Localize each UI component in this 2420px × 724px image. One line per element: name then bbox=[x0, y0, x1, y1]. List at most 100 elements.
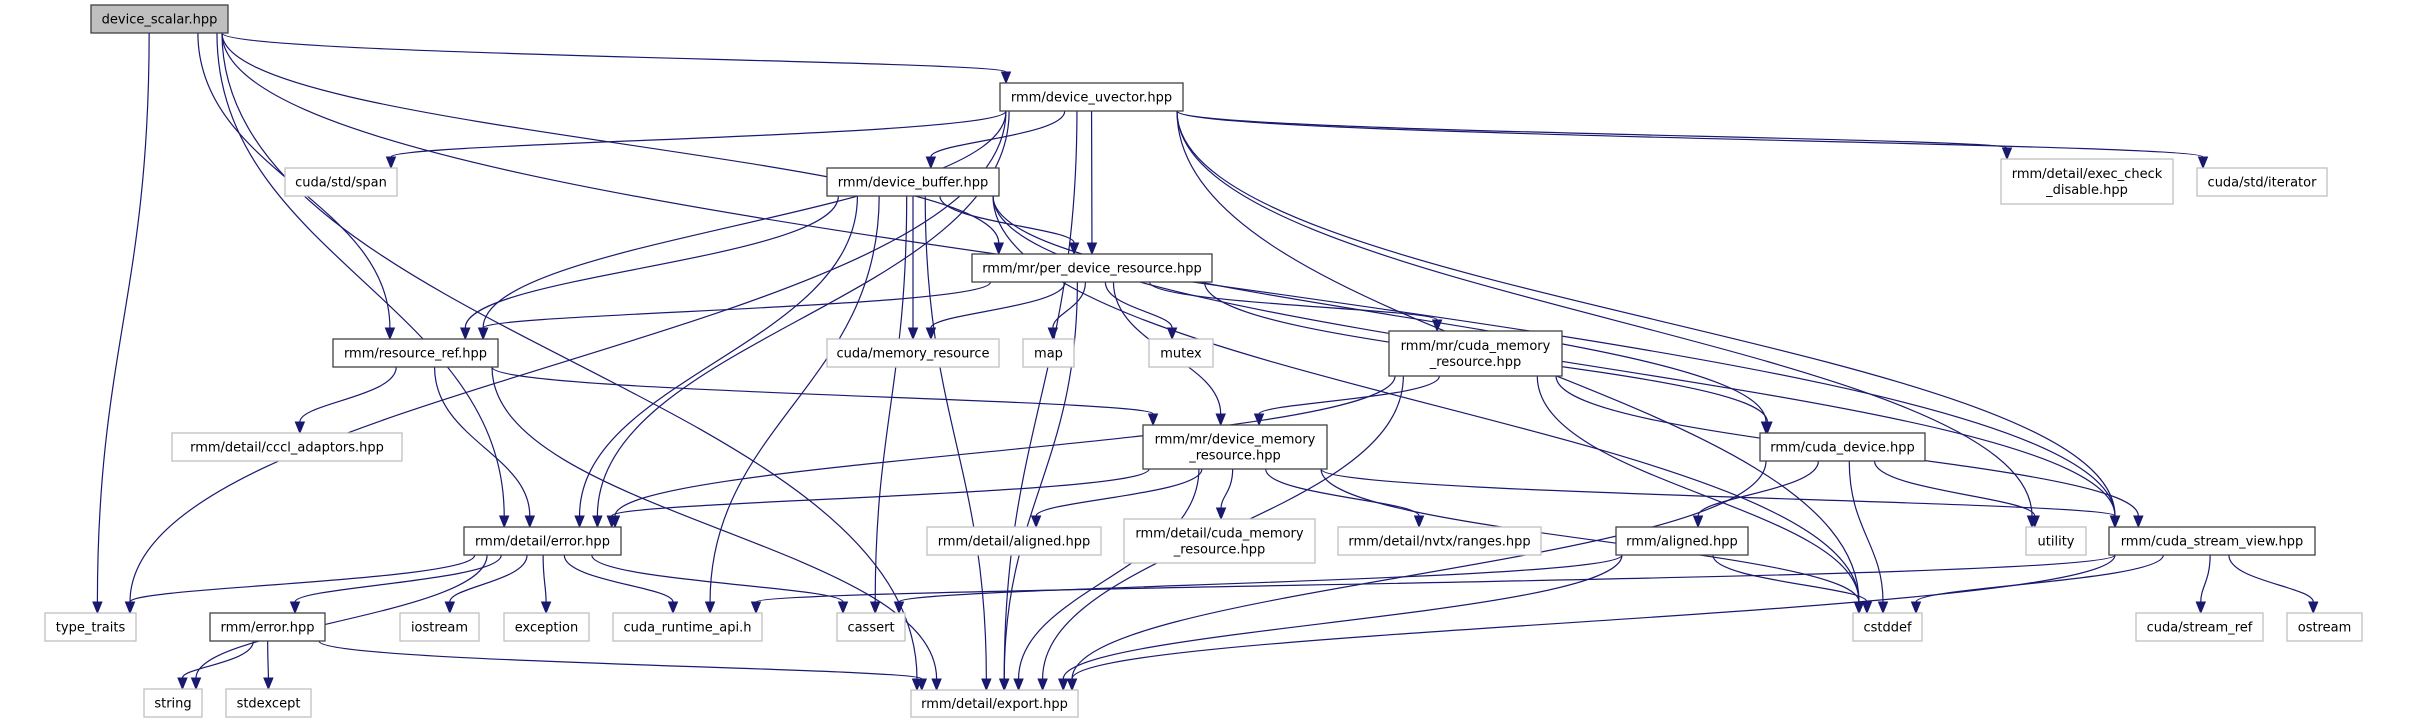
edge-cuda-device-to-aligned bbox=[1692, 460, 1820, 529]
edge-resource-ref-to-device-memory-resource bbox=[491, 366, 1159, 427]
edge-line bbox=[1035, 468, 1203, 517]
arrowhead-icon bbox=[1068, 242, 1080, 256]
edge-line bbox=[2200, 554, 2211, 603]
node-cuda-device[interactable]: rmm/cuda_device.hpp bbox=[1759, 432, 1926, 462]
edge-line bbox=[1697, 460, 1820, 517]
edge-line bbox=[294, 554, 502, 603]
node-label: rmm/mr/cuda_memory bbox=[1401, 339, 1551, 354]
edge-line bbox=[709, 195, 880, 603]
edge-cuda-stream-view-to-export bbox=[1066, 554, 2116, 692]
node-device-memory-resource[interactable]: rmm/mr/device_memory_resource.hpp bbox=[1142, 424, 1328, 470]
node-label: _disable.hpp bbox=[2045, 183, 2128, 198]
edge-line bbox=[491, 366, 938, 680]
node-box bbox=[503, 612, 590, 642]
edge-line bbox=[1915, 554, 2164, 603]
node-cuda-memory-resource-ext: cuda/memory_resource bbox=[826, 338, 1000, 368]
edge-device-scalar-to-type-traits bbox=[92, 32, 150, 615]
edge-line bbox=[1220, 468, 1234, 509]
arrowhead-icon bbox=[2308, 601, 2319, 615]
edge-line bbox=[299, 366, 397, 423]
edge-resource-ref-to-export bbox=[491, 366, 942, 692]
node-per-device-resource[interactable]: rmm/mr/per_device_resource.hpp bbox=[971, 253, 1213, 283]
arrowhead-icon bbox=[893, 601, 905, 615]
node-rmm-error[interactable]: rmm/error.hpp bbox=[209, 612, 326, 642]
arrowhead-icon bbox=[124, 601, 136, 615]
arrowhead-icon bbox=[1853, 601, 1865, 615]
arrowhead-icon bbox=[477, 327, 489, 341]
arrowhead-icon bbox=[1413, 515, 1425, 529]
edge-cuda-stream-view-to-ostream bbox=[2228, 554, 2319, 615]
node-label: cassert bbox=[847, 621, 894, 636]
edge-device-uvector-to-cuda-std-iterator bbox=[1176, 110, 2209, 170]
edge-device-memory-resource-to-export bbox=[1013, 468, 1200, 692]
edge-aligned-to-export bbox=[1058, 554, 1623, 692]
edge-line bbox=[1071, 554, 2116, 680]
node-box bbox=[971, 253, 1213, 283]
edge-line bbox=[1712, 554, 1868, 603]
node-box bbox=[1142, 424, 1328, 470]
node-mr-cuda-memory-resource[interactable]: rmm/mr/cuda_memory_resource.hpp bbox=[1388, 330, 1563, 377]
node-label: exception bbox=[515, 621, 579, 636]
edge-device-buffer-to-cuda-device bbox=[992, 195, 1772, 435]
node-cuda-stream-view[interactable]: rmm/cuda_stream_view.hpp bbox=[2108, 526, 2316, 556]
node-box bbox=[1123, 518, 1316, 564]
edge-cuda-stream-view-to-cuda-runtime-api bbox=[750, 554, 2116, 615]
edge-line bbox=[129, 110, 1007, 603]
edge-line bbox=[1003, 110, 1078, 680]
node-label: rmm/device_buffer.hpp bbox=[838, 176, 989, 191]
arrowhead-icon bbox=[1215, 507, 1227, 521]
node-resource-ref[interactable]: rmm/resource_ref.hpp bbox=[332, 338, 499, 368]
node-label: map bbox=[1034, 347, 1063, 362]
node-box bbox=[1337, 526, 1542, 556]
edge-cuda-device-to-utility bbox=[1873, 460, 2040, 529]
arrowhead-icon bbox=[1000, 71, 1012, 85]
node-mutex: mutex bbox=[1148, 338, 1214, 368]
edge-line bbox=[1873, 460, 2036, 517]
node-box bbox=[399, 612, 480, 642]
edge-line bbox=[2228, 554, 2314, 603]
arrowhead-icon bbox=[460, 327, 471, 341]
edge-line bbox=[874, 195, 908, 603]
node-aligned[interactable]: rmm/aligned.hpp bbox=[1615, 526, 1749, 556]
edge-device-uvector-to-device-buffer bbox=[925, 110, 1066, 170]
edge-device-memory-resource-to-nvtx-ranges bbox=[1265, 468, 1425, 529]
node-box bbox=[90, 4, 229, 34]
arrowhead-icon bbox=[1877, 601, 1889, 615]
edge-device-scalar-to-per-device-resource bbox=[221, 32, 1004, 256]
edge-device-buffer-to-cuda-memory-resource-ext bbox=[907, 196, 919, 341]
node-box bbox=[836, 612, 906, 642]
arrowhead-icon bbox=[704, 601, 716, 615]
node-label: rmm/detail/cccl_adaptors.hpp bbox=[190, 441, 384, 456]
node-label: cuda/std/iterator bbox=[2208, 176, 2318, 191]
arrowhead-icon bbox=[1215, 413, 1226, 427]
edge-line bbox=[1017, 468, 1200, 680]
arrowhead-icon bbox=[177, 677, 188, 691]
edge-line bbox=[542, 554, 547, 603]
edge-detail-error-to-cuda-runtime-api bbox=[563, 554, 679, 615]
arrowhead-icon bbox=[1013, 678, 1024, 692]
edge-line bbox=[318, 640, 923, 680]
edge-device-buffer-to-detail-error bbox=[574, 195, 859, 529]
node-map: map bbox=[1022, 338, 1075, 368]
edge-line bbox=[930, 281, 1066, 329]
node-utility: utility bbox=[2025, 526, 2087, 556]
arrowhead-icon bbox=[1047, 327, 1059, 341]
edge-resource-ref-to-cccl-adaptors bbox=[294, 366, 397, 435]
arrowhead-icon bbox=[750, 601, 762, 615]
node-device-buffer[interactable]: rmm/device_buffer.hpp bbox=[826, 167, 1000, 197]
node-string: string bbox=[143, 688, 203, 718]
node-label: _resource.hpp bbox=[1173, 543, 1266, 558]
edge-line bbox=[1320, 468, 2116, 517]
node-label: rmm/detail/error.hpp bbox=[475, 535, 610, 550]
edge-per-device-resource-to-mr-cuda-memory-resource bbox=[1148, 281, 1443, 333]
arrowhead-icon bbox=[592, 515, 603, 529]
edge-device-memory-resource-to-detail-error bbox=[606, 468, 1150, 529]
node-device-uvector[interactable]: rmm/device_uvector.hpp bbox=[999, 82, 1184, 112]
arrowhead-icon bbox=[1037, 678, 1048, 692]
node-detail-error[interactable]: rmm/detail/error.hpp bbox=[463, 526, 622, 556]
node-box bbox=[826, 167, 1000, 197]
node-box bbox=[2000, 158, 2174, 205]
edge-detail-error-to-exception bbox=[540, 554, 552, 615]
arrowhead-icon bbox=[190, 677, 202, 691]
node-device-scalar[interactable]: device_scalar.hpp bbox=[90, 4, 229, 34]
